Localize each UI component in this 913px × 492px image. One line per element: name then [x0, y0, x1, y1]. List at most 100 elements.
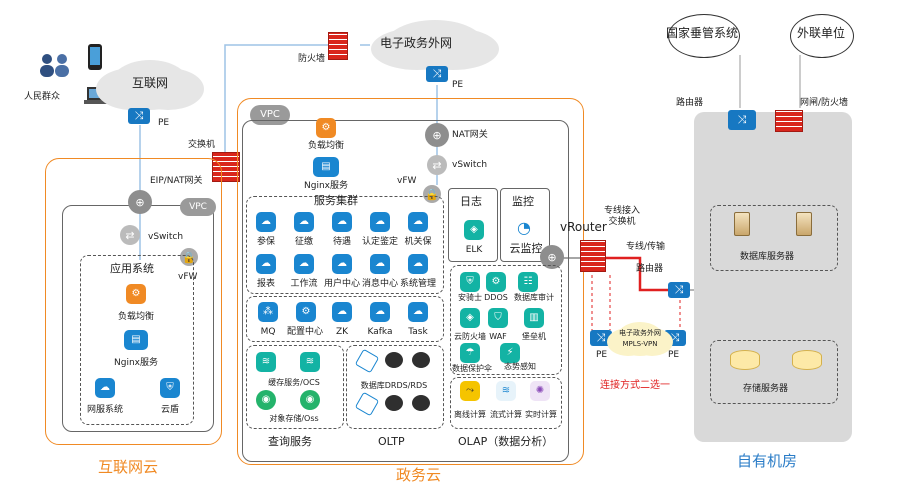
- own-router-icon[interactable]: ⤨: [728, 110, 756, 130]
- gov-nat-icon[interactable]: ⊕: [425, 123, 449, 147]
- either-or-label: 连接方式二选一: [600, 380, 670, 391]
- firewall-label: 防火墙: [298, 54, 326, 64]
- db-server-icon[interactable]: [734, 212, 750, 236]
- mpls-pe-right-label: PE: [668, 350, 680, 360]
- mpls-pe-left-icon[interactable]: ⤨: [590, 330, 612, 346]
- log-box: [448, 188, 498, 262]
- kafka-icon[interactable]: ☁: [370, 302, 390, 322]
- dedicated-switch-icon[interactable]: [580, 240, 606, 272]
- object-storage-icon[interactable]: ◉: [256, 390, 276, 410]
- db-server-icon[interactable]: [796, 212, 812, 236]
- internet-pe-router-icon[interactable]: ⤨: [128, 108, 150, 124]
- service-label: 待遇: [332, 237, 352, 247]
- service-icon[interactable]: ☁: [332, 212, 352, 232]
- own-router-label: 路由器: [676, 98, 704, 108]
- gov-lb-label: 负载均衡: [307, 141, 345, 151]
- laptop-icon: [84, 86, 110, 106]
- gov-vswitch-icon[interactable]: ⇄: [427, 155, 447, 175]
- service-icon[interactable]: ☁: [408, 212, 428, 232]
- storage-icon[interactable]: [730, 350, 760, 370]
- security-label: 堡垒机: [522, 332, 546, 341]
- nginx-icon[interactable]: ▤: [124, 330, 148, 350]
- cache-service-icon[interactable]: ≋: [256, 352, 276, 372]
- query-services-box: [246, 345, 344, 429]
- web-system-icon[interactable]: ☁: [95, 378, 115, 398]
- gov-cloud-zone-title: 政务云: [396, 466, 442, 484]
- olap-box: [450, 377, 562, 429]
- cloud-monitor-label: 云监控: [509, 242, 543, 255]
- middleware-label: 配置中心: [286, 327, 324, 337]
- security-icon[interactable]: ⚡: [500, 343, 520, 363]
- mpls-pe-right-icon[interactable]: ⤨: [664, 330, 686, 346]
- service-icon[interactable]: ☁: [370, 212, 390, 232]
- task-icon[interactable]: ☁: [408, 302, 428, 322]
- service-icon[interactable]: ☁: [256, 212, 276, 232]
- stream-compute-icon[interactable]: ≋: [496, 381, 516, 401]
- app-item-label: Nginx服务: [114, 358, 158, 368]
- mpls-line2: MPLS-VPN: [622, 340, 658, 348]
- security-label: 云防火墙: [454, 332, 486, 341]
- security-icon[interactable]: ⚙: [486, 272, 506, 292]
- security-icon[interactable]: ☂: [460, 343, 480, 363]
- gov-nat-label: NAT网关: [452, 130, 488, 140]
- service-icon[interactable]: ☁: [408, 254, 428, 274]
- internet-vpc-badge: VPC: [180, 198, 216, 216]
- security-icon[interactable]: ⛨: [460, 272, 480, 292]
- cache-service-icon[interactable]: ≋: [300, 352, 320, 372]
- cloud-shield-icon[interactable]: ⛨: [160, 378, 180, 398]
- service-icon[interactable]: ☁: [256, 254, 276, 274]
- object-storage-icon[interactable]: ◉: [300, 390, 320, 410]
- cloud-monitor-icon[interactable]: ◔: [514, 218, 534, 238]
- service-label: 工作流: [290, 279, 318, 289]
- service-label: 用户中心: [323, 279, 361, 289]
- security-icon[interactable]: ⛉: [488, 308, 508, 328]
- log-title: 日志: [460, 195, 482, 208]
- link-router-icon[interactable]: ⤨: [668, 282, 690, 298]
- gov-vpc-box: [242, 120, 569, 462]
- gateway-firewall-icon[interactable]: [775, 110, 803, 132]
- oltp-title: OLTP: [378, 435, 405, 448]
- security-label: WAF: [489, 332, 507, 341]
- dedicated-line-label: 专线/传输: [626, 242, 666, 252]
- internet-cloud-label: 互联网: [132, 76, 169, 90]
- load-balancer-icon[interactable]: ⚙: [126, 284, 146, 304]
- security-icon[interactable]: ☷: [518, 272, 538, 292]
- gov-extranet-pe-label: PE: [452, 80, 464, 90]
- external-unit-label: 外联单位: [797, 26, 846, 40]
- monitor-box: [500, 188, 550, 262]
- gov-cloud-zone: [237, 98, 584, 465]
- gov-load-balancer-icon[interactable]: ⚙: [316, 118, 336, 138]
- gov-nginx-icon[interactable]: ▤: [313, 157, 339, 177]
- middleware-label: MQ: [260, 327, 276, 337]
- storage-icon[interactable]: [792, 350, 822, 370]
- internet-nat-icon[interactable]: ⊕: [128, 190, 152, 214]
- security-icon[interactable]: ▥: [524, 308, 544, 328]
- service-label: 报表: [256, 279, 276, 289]
- storage-label: 存储服务器: [743, 384, 789, 394]
- internet-vswitch-icon[interactable]: ⇄: [120, 225, 140, 245]
- service-icon[interactable]: ☁: [332, 254, 352, 274]
- gov-vswitch-label: vSwitch: [452, 160, 488, 170]
- gov-nginx-label: Nginx服务: [304, 181, 348, 191]
- service-icon[interactable]: ☁: [370, 254, 390, 274]
- gateway-label: 网闸/防火墙: [800, 98, 849, 108]
- elk-icon[interactable]: ◈: [464, 220, 484, 240]
- service-icon[interactable]: ☁: [294, 254, 314, 274]
- database-icon[interactable]: [354, 391, 434, 417]
- zk-icon[interactable]: ☁: [332, 302, 352, 322]
- gov-extranet-pe-icon[interactable]: ⤨: [426, 66, 448, 82]
- internet-zone-title: 互联网云: [98, 458, 159, 476]
- service-icon[interactable]: ☁: [294, 212, 314, 232]
- db-server-box: [710, 205, 838, 271]
- database-icon[interactable]: [354, 348, 434, 374]
- firewall-icon[interactable]: [328, 32, 348, 60]
- security-icon[interactable]: ◈: [460, 308, 480, 328]
- offline-compute-icon[interactable]: ⤳: [460, 381, 480, 401]
- mq-icon[interactable]: ⁂: [258, 302, 278, 322]
- service-label: 消息中心: [361, 279, 399, 289]
- monitor-title: 监控: [512, 195, 534, 208]
- config-center-icon[interactable]: ⚙: [296, 302, 316, 322]
- service-label: 征缴: [294, 237, 314, 247]
- olap-item-label: 流式计算: [490, 410, 522, 419]
- realtime-compute-icon[interactable]: ✺: [530, 381, 550, 401]
